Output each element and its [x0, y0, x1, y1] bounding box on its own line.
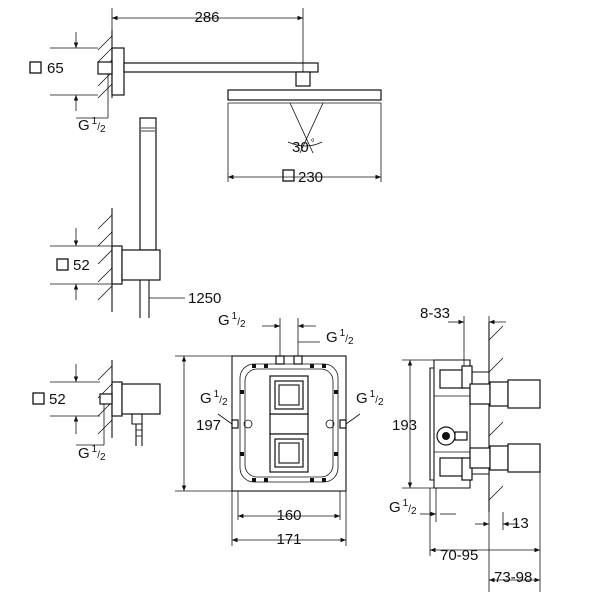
hand-shower	[139, 117, 157, 251]
wall-hatch-side	[488, 322, 504, 512]
outlet-thread	[99, 393, 113, 405]
shower-head-body	[227, 89, 382, 101]
wall-hatch-mid	[97, 208, 113, 312]
dim-body-width-outer: 171	[276, 531, 301, 548]
dim-ceiling-plate: 65	[47, 60, 64, 77]
head-connector	[295, 71, 311, 87]
dim-body-width-inner: 160	[276, 507, 301, 524]
dim-hose-length: 1250	[188, 290, 221, 307]
ceiling-flange	[111, 47, 125, 96]
dim-body-height: 197	[196, 417, 221, 434]
dim-holder-plate: 52	[73, 257, 90, 274]
square-symbol-230	[282, 169, 295, 182]
center-bridge	[269, 413, 309, 435]
dim-depth-13: 13	[512, 515, 529, 532]
dim-head-size: 230	[298, 169, 323, 186]
dim-spray-angle: 30°	[292, 138, 315, 156]
shower-holder	[121, 249, 161, 281]
dim-side-height: 193	[392, 417, 417, 434]
dim-outlet-plate: 52	[49, 391, 66, 408]
square-symbol-65	[29, 61, 42, 74]
dim-depth-range-2: 70-95	[440, 547, 478, 564]
hand-shower-view: 1250 52	[50, 117, 221, 318]
square-symbol-52a	[56, 258, 69, 271]
square-symbol-52b	[32, 392, 45, 405]
side-cartridge-bottom	[507, 443, 541, 473]
dim-depth-range-1: 8-33	[420, 305, 450, 322]
shower-arm	[123, 62, 319, 73]
side-frame	[433, 359, 471, 489]
flange-connector	[97, 61, 113, 75]
dim-arm-length: 286	[194, 9, 219, 26]
wall-outlet	[121, 383, 161, 415]
outlet-plate	[111, 381, 123, 417]
mounting-ring	[239, 363, 339, 483]
holder-plate	[111, 245, 123, 285]
side-cartridge-top	[507, 379, 541, 409]
dim-depth-range-3: 73-98	[494, 569, 532, 586]
